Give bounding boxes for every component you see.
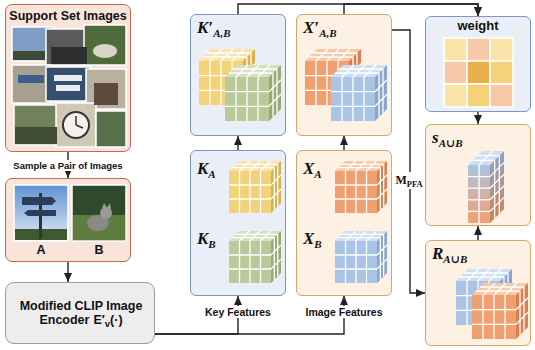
text-group: Support Set Images <box>6 9 130 23</box>
node-text: K′ <box>197 18 213 37</box>
node-text: R <box>432 244 443 263</box>
feature-box: K′A,B <box>190 14 286 136</box>
node-text: X <box>303 229 314 248</box>
connector-arrow <box>237 136 238 150</box>
node-text: X <box>303 159 314 178</box>
node-text: X′ <box>303 18 319 37</box>
node-text: E′ <box>93 313 104 327</box>
feature-box: KAKB <box>190 150 286 296</box>
edge-label: Sample a Pair of Images <box>11 160 124 171</box>
encoder-box: Modified CLIP Image EncoderE′v(·) <box>5 282 155 344</box>
text-group: X′A,B <box>303 18 337 38</box>
connector-arrow <box>67 262 68 282</box>
score-box: sA∪B <box>425 124 531 226</box>
image-pair-panel: AB <box>5 178 131 262</box>
operator-label: MPFA <box>394 172 423 189</box>
feature-box: X′A,B <box>296 14 392 136</box>
text-group: sA∪B <box>432 128 463 148</box>
text-group: Modified CLIP Image EncoderE′v(·) <box>12 283 150 343</box>
text-group: KA <box>197 159 216 179</box>
subscript: A <box>208 168 215 180</box>
subscript: A,B <box>319 27 336 39</box>
node-text: Modified CLIP Image Encoder <box>20 299 143 327</box>
subscript: A <box>314 168 321 180</box>
subscript: B <box>208 238 215 250</box>
feature-box: RA∪B <box>425 240 531 346</box>
node-text: Support Set Images <box>9 9 126 23</box>
subscript: A,B <box>213 27 230 39</box>
illustration <box>6 5 129 150</box>
edge-label: Image Features <box>303 306 384 318</box>
edge-label: Key Features <box>203 306 273 318</box>
connector-arrow <box>477 226 478 240</box>
text-group: A <box>14 243 68 257</box>
operator-symbol: M <box>395 173 406 187</box>
text-line: Modified CLIP Image EncoderE′v(·) <box>12 299 150 327</box>
connector-arrow <box>392 30 425 293</box>
node-text: K <box>197 159 208 178</box>
text-group: XA <box>303 159 322 179</box>
weight-box: weight <box>425 16 531 112</box>
node-text: B <box>94 243 103 257</box>
subscript: PFA <box>407 179 423 189</box>
node-text: s <box>432 128 439 147</box>
text-group: KB <box>197 229 216 249</box>
text-group: weight <box>426 18 530 33</box>
text-group: XB <box>303 229 322 249</box>
connector-arrow <box>343 136 344 150</box>
support-set-panel: Support Set Images <box>5 4 131 152</box>
node-text: weight <box>457 18 498 33</box>
text-group: K′A,B <box>197 18 231 38</box>
connector-arrow <box>477 112 478 124</box>
illustration <box>6 179 129 260</box>
feature-box: XAXB <box>296 150 392 296</box>
node-text: (·) <box>110 313 123 327</box>
node-text: K <box>197 229 208 248</box>
text-group: B <box>72 243 126 257</box>
subscript: B <box>314 238 321 250</box>
node-text: A <box>36 243 45 257</box>
text-group: RA∪B <box>432 244 467 264</box>
subscript: v <box>105 318 110 329</box>
subscript: A∪B <box>443 253 467 265</box>
subscript: A∪B <box>439 137 463 149</box>
